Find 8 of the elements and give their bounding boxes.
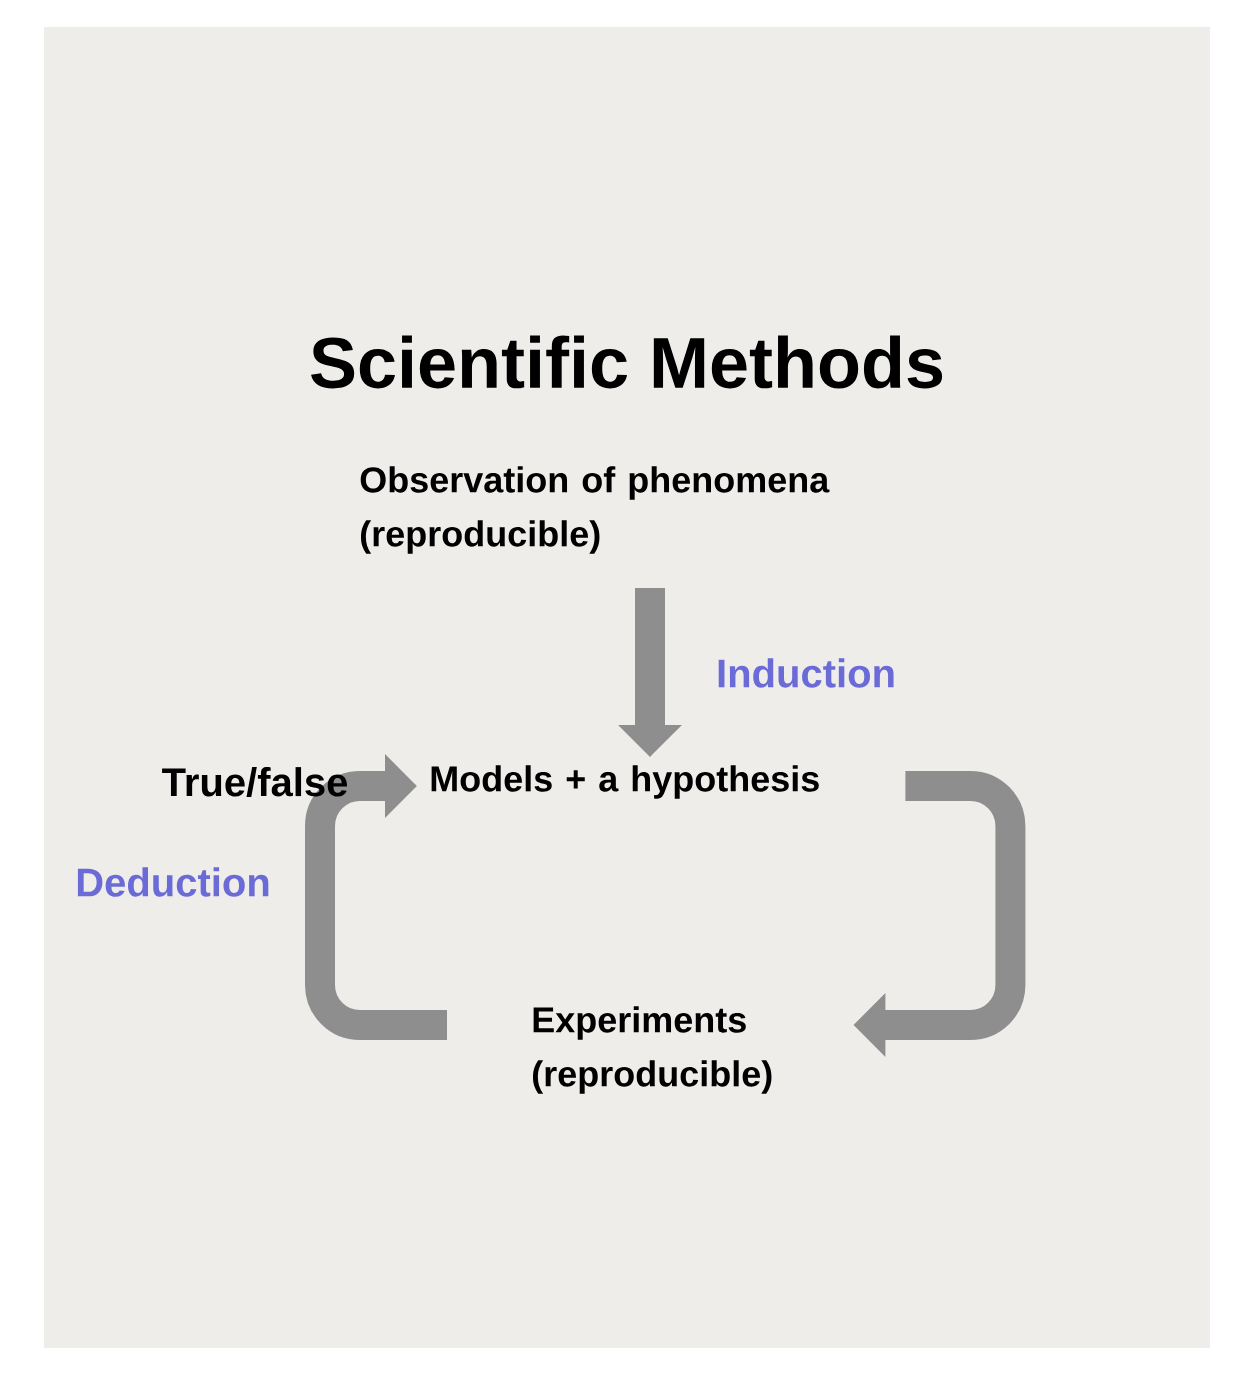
node-text: Experiments (reproducible) — [533, 1006, 772, 1094]
side-label: Deduction — [77, 867, 269, 897]
edge-label: True/false — [162, 767, 347, 797]
node-text: Models + a hypothesis — [431, 765, 819, 799]
title: Scientific Methods — [311, 335, 943, 389]
node-text: Observation of phenomena (reproducible) — [360, 466, 830, 554]
edge-label: Induction — [718, 658, 894, 688]
arrow — [305, 754, 447, 1040]
